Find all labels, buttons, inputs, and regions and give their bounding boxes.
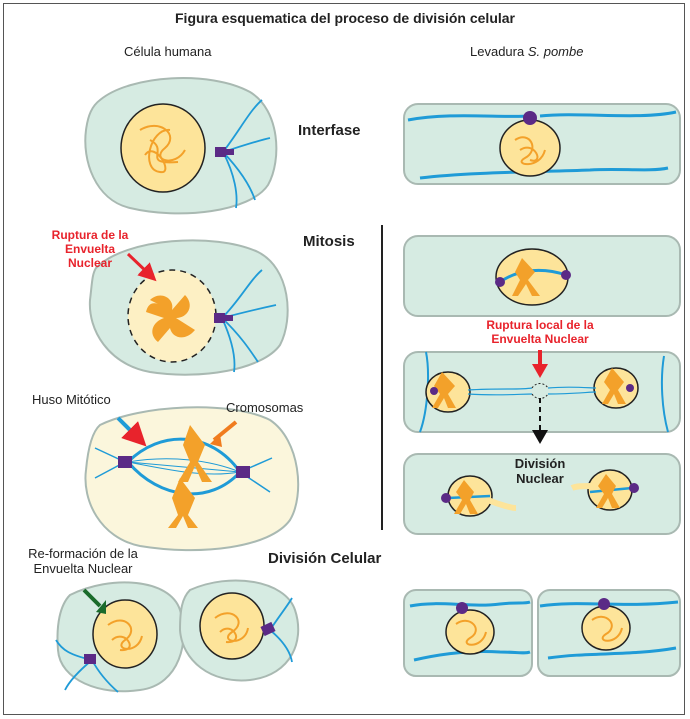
reformation-arrow-icon [82,588,102,608]
label-spindle: Huso Mitótico [32,392,111,407]
microtubules [222,99,271,209]
column-header-yeast: Levadura S. pombe [470,44,583,59]
figure-frame [3,3,685,715]
yeast-cell-telophase [403,453,681,535]
label-chromosomes: Cromosomas [226,400,304,415]
centrosome-icon [215,147,226,157]
spindle-arrow-icon [116,416,147,447]
label-envelope-rupture: Ruptura de la Envuelta Nuclear [51,228,129,270]
spb-icon [523,111,537,125]
yeast-cell-interphase [403,103,681,185]
yeast-daughter-cells [403,589,681,677]
yeast-cell-anaphase [403,350,681,444]
arrow-icon [126,252,157,282]
chromatin [139,124,186,174]
stage-mitosis: Mitosis [303,233,355,250]
label-local-rupture: Ruptura local de la Envuelta Nuclear [486,318,594,346]
yeast-species: S. pombe [527,44,584,59]
label-nuclear-division: División Nuclear [514,456,566,486]
human-daughter-cells [55,579,300,693]
condensed-chromosomes [146,295,195,342]
yeast-prefix: Levadura [470,44,528,59]
human-cell-interphase [84,77,278,215]
down-arrow-icon [532,430,548,444]
nucleus [120,103,206,193]
human-cell-metaphase [84,406,300,552]
stage-interphase: Interfase [298,122,361,139]
human-cell-prophase [88,239,289,376]
column-header-human: Célula humana [124,44,212,59]
label-envelope-reformation: Re-formación de la Envuelta Nuclear [28,546,138,576]
local-rupture-arrow-icon [532,364,548,378]
yeast-cell-prometaphase [403,235,681,317]
figure-title: Figura esquematica del proceso de divisi… [175,10,515,26]
stage-cell-division: División Celular [268,550,382,567]
